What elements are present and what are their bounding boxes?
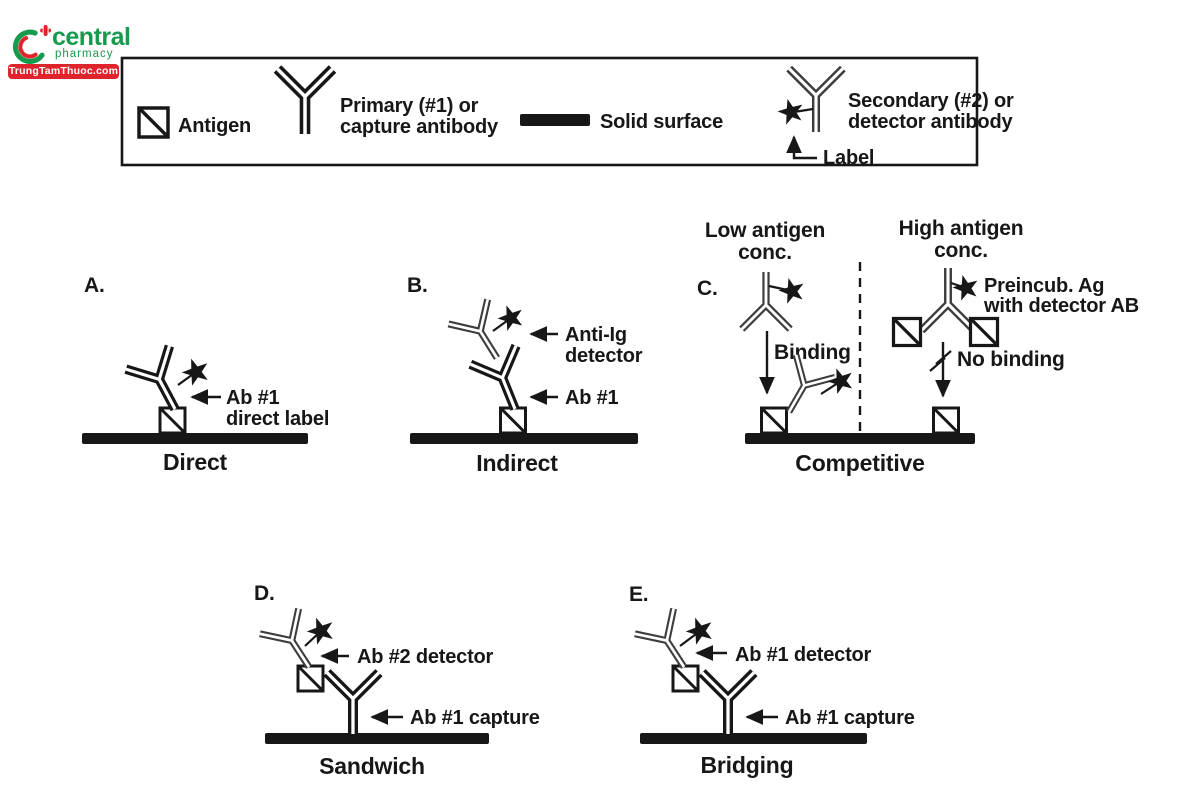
legend-primary-label-1: Primary (#1) or [340, 95, 479, 117]
antigen-icon [968, 316, 1000, 348]
legend-surface-label: Solid surface [600, 111, 723, 133]
panel-b-annotation1-1: Anti-Ig [565, 324, 627, 346]
logo-brand-text: central [52, 23, 131, 51]
free-detector-antibody-icon [742, 272, 790, 329]
capture-antibody-icon [327, 673, 379, 734]
legend-antigen-label: Antigen [178, 115, 251, 137]
solid-surface [745, 433, 975, 444]
panel-d-annotation2: Ab #1 capture [410, 707, 540, 729]
panel-a-annotation-2: direct label [226, 408, 329, 430]
high-antigen-heading-2: conc. [934, 239, 988, 262]
antigen-icon [671, 664, 700, 693]
legend-primary-label-2: capture antibody [340, 116, 499, 138]
secondary-antibody-icon [789, 69, 843, 132]
preincub-annotation-1: Preincub. Ag [984, 275, 1104, 297]
panel-e-annotation1: Ab #1 detector [735, 644, 872, 666]
panel-d-annotation1: Ab #2 detector [357, 646, 494, 668]
logo-swoosh [18, 36, 38, 59]
panel-e-caption: Bridging [701, 752, 794, 778]
no-binding-label: No binding [957, 348, 1065, 371]
antigen-icon [296, 664, 325, 693]
label-star-icon [776, 274, 808, 305]
solid-surface-icon [520, 114, 590, 126]
capture-antibody-icon [702, 673, 754, 734]
solid-surface [82, 433, 308, 444]
panel-bridging: E. Ab #1 detector Ab #1 capture Bridging [629, 583, 915, 778]
low-antigen-heading-2: conc. [738, 241, 792, 264]
low-antigen-heading-1: Low antigen [705, 219, 825, 242]
preincub-annotation-2: with detector AB [983, 295, 1139, 317]
logo-domain-text: TrungTamThuoc.com [8, 64, 119, 79]
panel-b-letter: B. [407, 274, 428, 297]
label-star-icon [950, 271, 982, 302]
panel-a-annotation-1: Ab #1 [226, 387, 280, 409]
legend-secondary-label-1: Secondary (#2) or [848, 90, 1014, 112]
panel-e-letter: E. [629, 583, 648, 606]
panel-indirect: B. Anti-Ig detector Ab #1 Indirect [407, 274, 643, 476]
panel-b-annotation2: Ab #1 [565, 387, 619, 409]
legend: Antigen Primary (#1) or capture antibody… [120, 56, 1014, 169]
legend-label-pointer: Label [823, 147, 874, 169]
solid-surface [640, 733, 867, 744]
antigen-icon [158, 406, 187, 435]
preincubated-antibody-icon [922, 268, 975, 330]
legend-secondary-label-2: detector antibody [848, 111, 1013, 133]
pharmacy-logo: central pharmacy TrungTamThuoc.com [8, 20, 138, 82]
panel-c-caption: Competitive [795, 450, 924, 476]
label-pointer-arrow [786, 135, 817, 160]
star-connector [793, 107, 814, 114]
panel-c-letter: C. [697, 277, 718, 300]
antigen-icon [499, 406, 527, 435]
high-antigen-heading-1: High antigen [899, 217, 1024, 240]
logo-sub-text: pharmacy [55, 48, 114, 60]
panel-b-annotation1-2: detector [565, 345, 643, 367]
panel-b-caption: Indirect [476, 450, 558, 476]
panel-a-caption: Direct [163, 449, 228, 475]
panel-a-letter: A. [84, 274, 105, 297]
antigen-icon [932, 406, 960, 435]
panel-competitive: Low antigen conc. High antigen conc. C. … [697, 217, 1139, 476]
solid-surface [265, 733, 489, 744]
central-pharmacy-logo-icon [12, 24, 52, 64]
primary-antibody-icon [278, 69, 333, 134]
antigen-icon [760, 406, 788, 435]
antigen-icon [891, 316, 923, 348]
panel-d-caption: Sandwich [319, 753, 425, 779]
no-binding-slash [929, 357, 946, 372]
label-star-icon [178, 353, 213, 388]
panel-d-letter: D. [254, 582, 275, 605]
antigen-icon [137, 106, 170, 139]
plus-icon [39, 24, 52, 37]
binding-label: Binding [774, 341, 851, 364]
panel-direct: A. Ab #1 direct label Direct [82, 274, 329, 475]
logo-c-ring [12, 29, 45, 64]
no-binding-slash [935, 350, 952, 365]
panel-sandwich: D. Ab #2 detector Ab #1 capture Sandwich [254, 582, 540, 779]
solid-surface [410, 433, 638, 444]
panel-e-annotation2: Ab #1 capture [785, 707, 915, 729]
legend-frame [120, 56, 979, 167]
